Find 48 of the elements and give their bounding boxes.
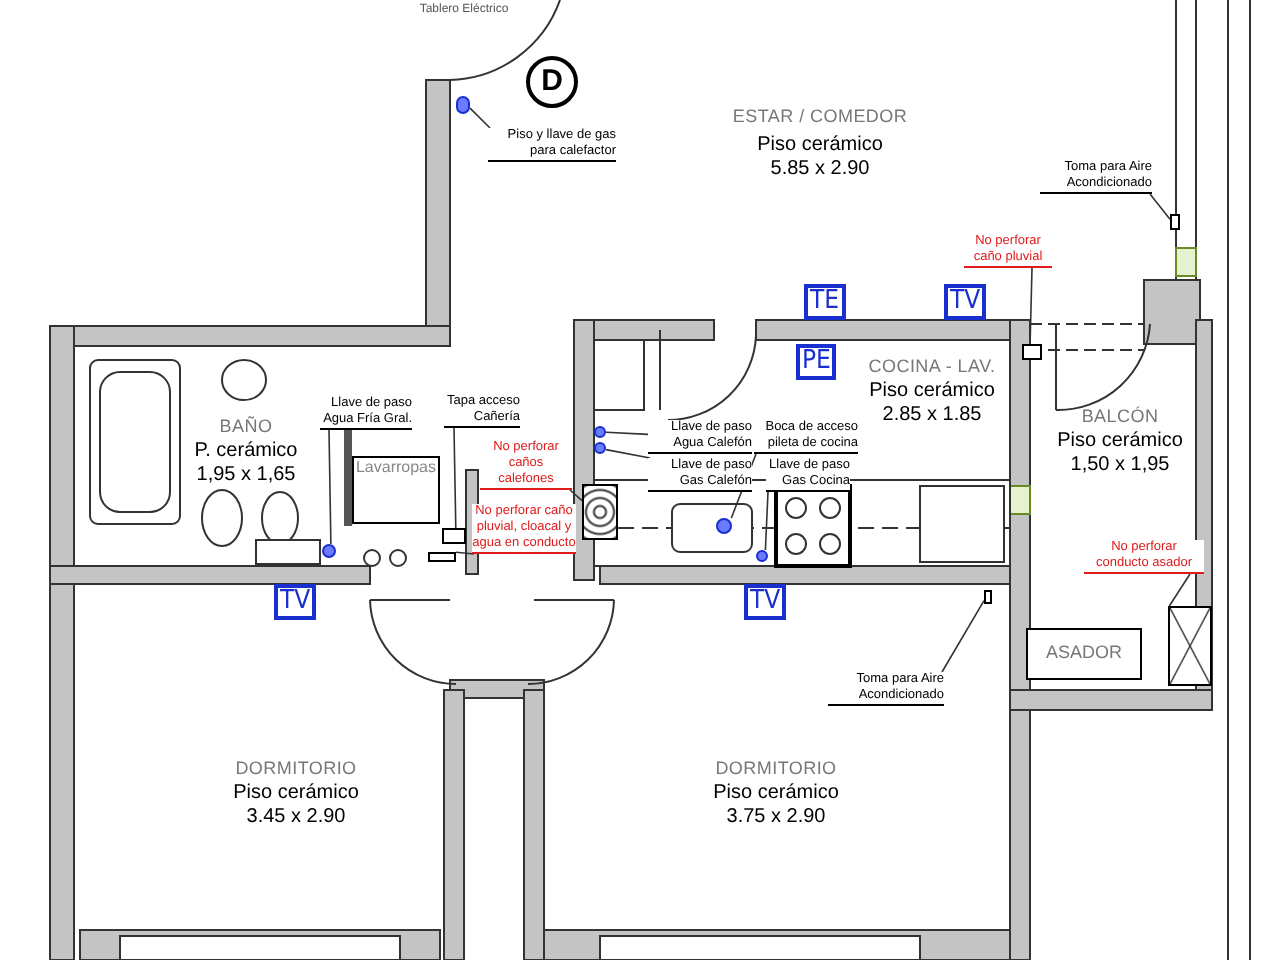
fixture-symbol <box>582 484 618 540</box>
leader-line <box>569 489 583 502</box>
valve-symbol <box>756 550 768 562</box>
room-name: COCINA - LAV. <box>868 356 996 378</box>
duct-symbol <box>1168 606 1212 686</box>
room-label: 2.85 x 1.85 <box>882 404 982 426</box>
fixture-symbol <box>984 590 992 604</box>
leader-line <box>455 551 475 555</box>
leader-line <box>1149 193 1171 220</box>
outlet-symbol: TV <box>274 584 317 620</box>
fixture-symbol <box>428 552 456 562</box>
leader-line <box>1168 573 1191 607</box>
outlet-symbol: TE <box>804 284 846 320</box>
room-name: BAÑO <box>219 416 273 438</box>
room-label: Piso cerámico <box>713 782 839 804</box>
room-label: Piso cerámico <box>1057 430 1183 452</box>
fixture-symbol <box>1170 214 1180 230</box>
room-label: 1,50 x 1,95 <box>1070 454 1170 476</box>
valve-symbol <box>594 442 606 454</box>
valve-symbol <box>322 544 336 558</box>
room-name: DORMITORIO <box>235 758 357 780</box>
outlet-symbol: TV <box>744 584 787 620</box>
room-label: 5.85 x 2.90 <box>770 158 870 180</box>
leader-line <box>469 107 491 129</box>
fixture-symbol <box>442 528 466 544</box>
room-label: Piso cerámico <box>869 380 995 402</box>
room-label: 3.75 x 2.90 <box>726 806 826 828</box>
valve-symbol <box>594 426 606 438</box>
leader-line <box>764 491 769 551</box>
leader-line <box>453 427 457 529</box>
room-label: P. cerámico <box>194 440 298 462</box>
leader-line <box>605 448 651 459</box>
room-name: ESTAR / COMEDOR <box>732 106 908 128</box>
leader-line <box>328 429 332 545</box>
grill-box: ASADOR <box>1026 628 1142 680</box>
leader-line <box>605 431 649 436</box>
room-label: Piso cerámico <box>233 782 359 804</box>
fixture-symbol <box>1022 344 1042 360</box>
room-label: Piso cerámico <box>757 134 883 156</box>
room-name: DORMITORIO <box>715 758 837 780</box>
outlet-symbol: TV <box>944 284 987 320</box>
washer-box: Lavarropas <box>352 456 440 524</box>
room-label: 1,95 x 1,65 <box>196 464 296 486</box>
outlet-symbol: PE <box>796 344 837 380</box>
room-label: 3.45 x 2.90 <box>246 806 346 828</box>
valve-symbol <box>456 96 470 114</box>
leader-line <box>1029 267 1033 345</box>
room-name: BALCÓN <box>1081 406 1159 428</box>
